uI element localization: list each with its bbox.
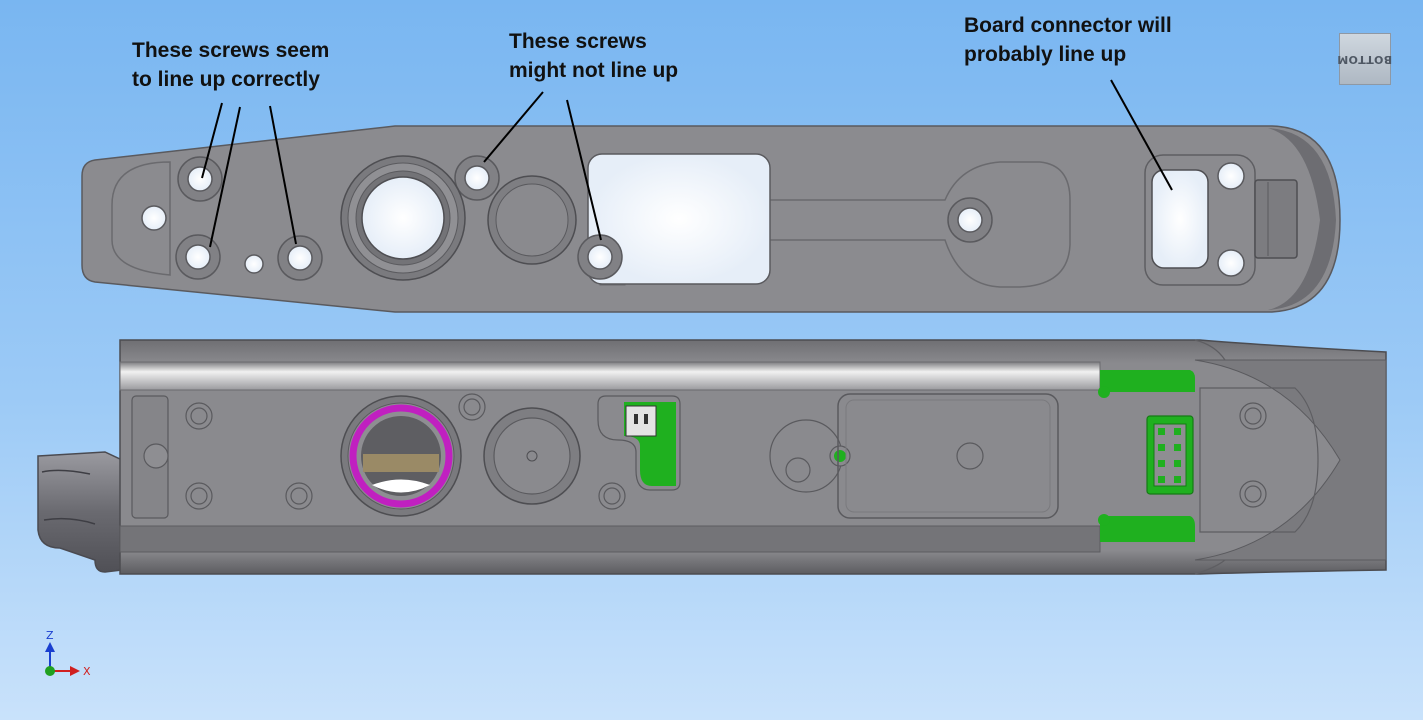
top-large-bore <box>340 155 466 281</box>
green-clips <box>1098 370 1195 542</box>
housing-right-nose <box>1194 359 1387 561</box>
annotation-left-screws: These screws seem to line up correctly <box>132 36 329 94</box>
small-hole-1 <box>141 205 167 231</box>
screw-hole-5 <box>587 244 613 270</box>
housing-body <box>119 339 1387 575</box>
top-plate-right-rim <box>1268 128 1336 310</box>
housing-bottom-rail <box>119 525 1101 553</box>
annotation-middle-line2: might not line up <box>509 59 679 82</box>
small-hole-3 <box>1217 162 1245 190</box>
housing-top-rail <box>119 361 1101 391</box>
axis-x-label: X <box>83 665 91 678</box>
nozzle-left <box>37 451 123 573</box>
top-counterbore <box>487 175 577 265</box>
screw-hole-2 <box>185 244 211 270</box>
bottom-large-bore <box>340 395 462 517</box>
top-plate-part[interactable] <box>81 125 1341 313</box>
top-screw-holes <box>141 155 1245 281</box>
annotation-left-line2: to line up correctly <box>132 68 320 91</box>
axis-triad-icon: Z X <box>45 629 91 678</box>
small-hole-4 <box>1217 249 1245 277</box>
axis-z-label: Z <box>46 629 54 642</box>
green-wire-channel <box>597 395 681 491</box>
annotation-left-line1: These screws seem <box>132 39 330 62</box>
bottom-housing-part[interactable] <box>37 339 1387 575</box>
screw-hole-1 <box>187 166 213 192</box>
annotation-connector: Board connector will probably line up <box>964 11 1172 69</box>
top-plate-left-pocket <box>111 161 171 276</box>
annotation-middle-screws: These screws might not line up <box>509 27 678 85</box>
top-plate-right-relief <box>770 161 1071 288</box>
bottom-screw-bosses <box>185 393 1267 510</box>
annotation-connector-line1: Board connector will <box>964 14 1172 37</box>
view-cube-icon[interactable]: BOTTOM <box>1337 33 1393 85</box>
screw-hole-3 <box>287 245 313 271</box>
battery-cover-area <box>769 393 1059 519</box>
annotation-connector-line2: probably line up <box>964 43 1127 66</box>
small-hole-2 <box>244 254 264 274</box>
annotation-leaders <box>201 79 1173 248</box>
bottom-counterbore <box>483 407 581 505</box>
screw-hole-4 <box>464 165 490 191</box>
bottom-left-pocket <box>131 395 169 519</box>
magenta-o-ring <box>349 404 453 508</box>
screw-hole-6 <box>957 207 983 233</box>
board-connector-header <box>1146 415 1194 495</box>
board-connector-slot <box>1144 154 1298 286</box>
top-plate-cutout <box>587 153 771 285</box>
annotation-middle-line1: These screws <box>509 30 647 53</box>
view-cube-face-label: BOTTOM <box>1337 52 1393 66</box>
